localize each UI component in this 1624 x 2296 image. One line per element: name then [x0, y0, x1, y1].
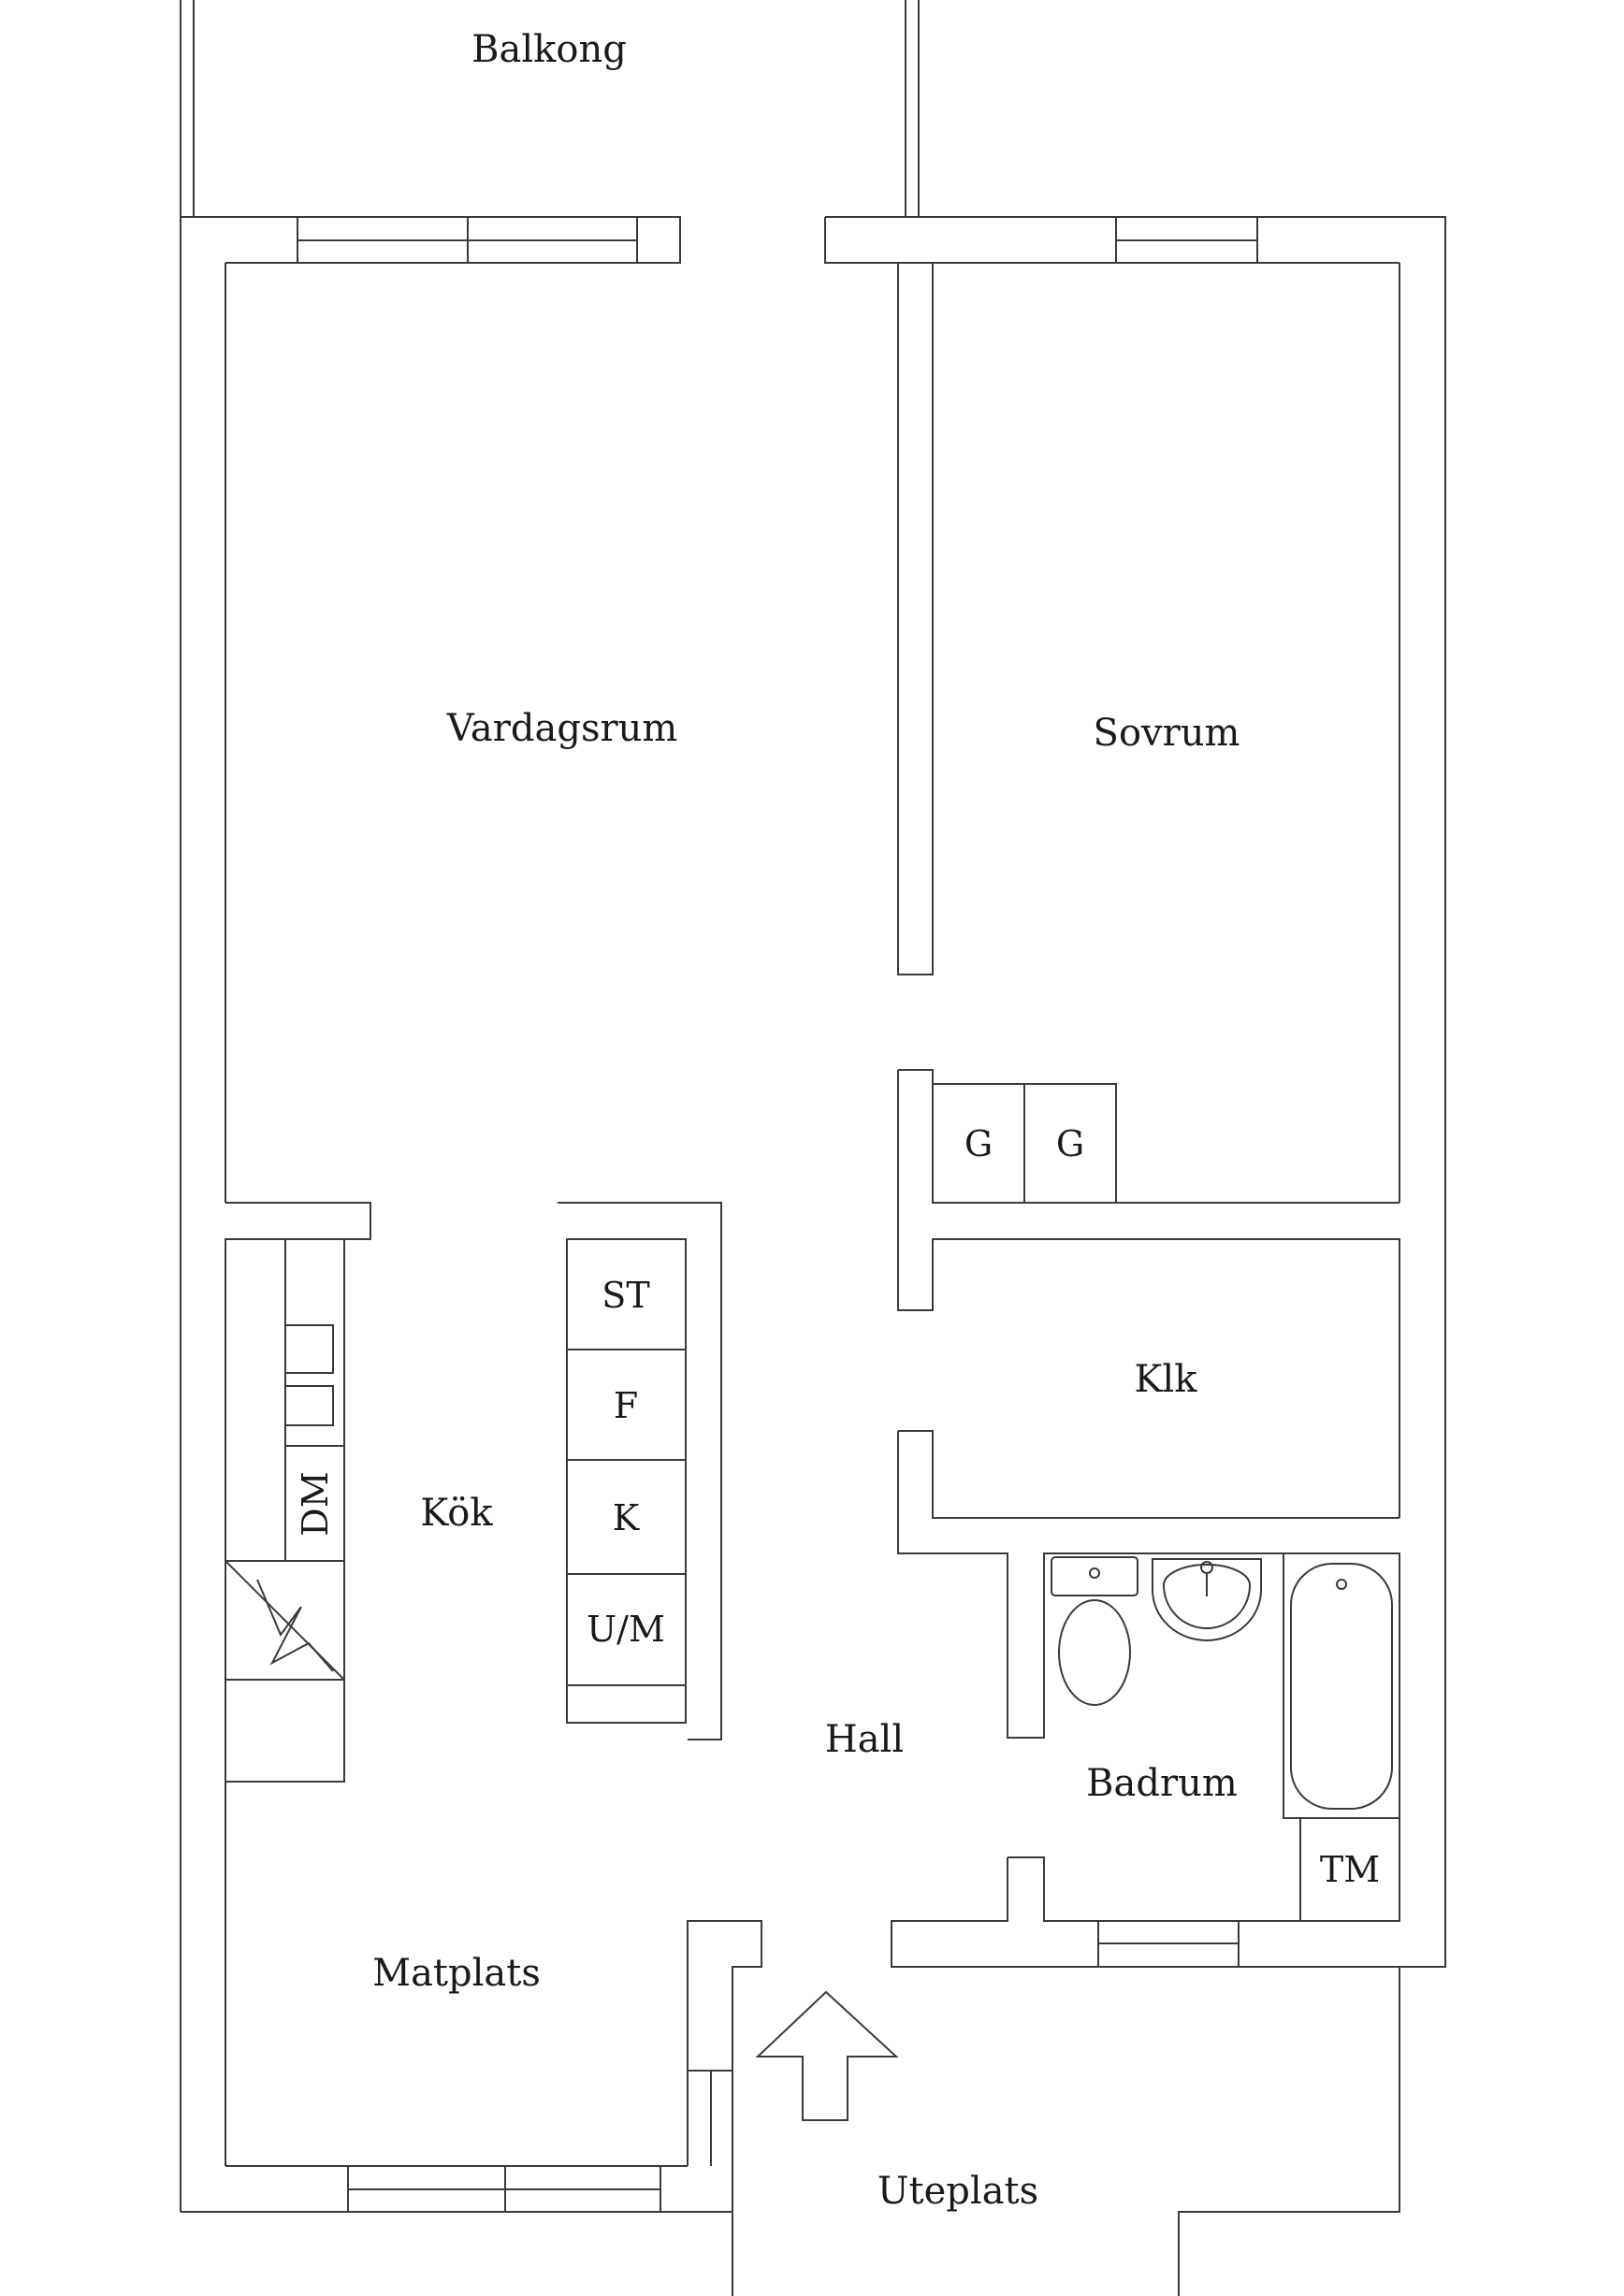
oven-micro-label: U/M [587, 1609, 665, 1650]
room-label-badrum: Badrum [1086, 1762, 1238, 1805]
bathtub-icon [1283, 1552, 1400, 1819]
interior-walls [225, 262, 1400, 2212]
sink-icon [1152, 1558, 1262, 1641]
kitchen-appliance-column [566, 1238, 687, 1724]
fridge-label: K [613, 1497, 640, 1538]
terrace [732, 1967, 1400, 2296]
room-label-kok: Kök [420, 1492, 493, 1535]
dishwasher-label: DM [295, 1471, 336, 1536]
freezer-label: F [614, 1385, 638, 1426]
toilet-icon [1051, 1556, 1138, 1706]
dryer-cabinet [1299, 1817, 1400, 1922]
room-label-hall: Hall [825, 1718, 904, 1761]
electric-panel-icon [256, 1579, 334, 1672]
kitchen-counter [225, 1238, 345, 1783]
room-label-klk: Klk [1135, 1358, 1198, 1401]
balcony [180, 0, 920, 217]
dryer-label: TM [1320, 1849, 1380, 1890]
room-label-vardagsrum: Vardagsrum [446, 707, 678, 750]
wardrobe-label: G [1056, 1123, 1084, 1164]
room-label-uteplats: Uteplats [877, 2170, 1038, 2213]
wardrobes [932, 1083, 1117, 1204]
stove-label: ST [602, 1275, 649, 1316]
room-label-balkong: Balkong [471, 28, 627, 71]
room-label-matplats: Matplats [372, 1952, 541, 1995]
entrance-arrow-icon [755, 1990, 899, 2121]
wardrobe-label: G [964, 1123, 993, 1164]
windows [297, 216, 1258, 2213]
room-label-sovrum: Sovrum [1094, 712, 1240, 755]
